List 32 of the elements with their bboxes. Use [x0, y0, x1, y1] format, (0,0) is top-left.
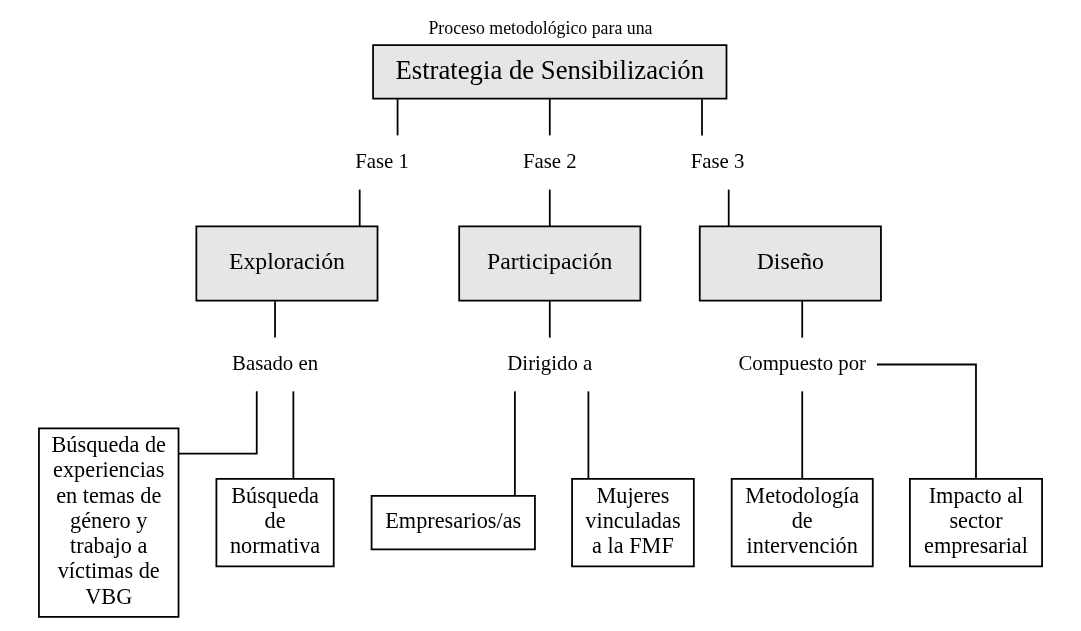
connector — [548, 98, 551, 137]
node-box: Mujeres vinculadas a la FMF — [571, 477, 695, 568]
node-text: Basado en — [232, 351, 319, 374]
node-box: Metodología de intervención — [730, 477, 874, 568]
connector — [177, 390, 258, 455]
node-box: Búsqueda de normativa — [215, 477, 335, 568]
connector — [548, 300, 551, 339]
node-text: Fase 2 — [522, 149, 577, 173]
connector — [587, 390, 590, 480]
node-box: Exploración — [195, 225, 379, 302]
node-box: Búsqueda de experiencias en temas de género y trabajo a víctimas de VBG — [38, 427, 180, 618]
node-box: Estrategia de Sensibilización — [372, 44, 728, 100]
node-box: Diseño — [698, 225, 882, 302]
connector — [292, 390, 295, 480]
node-text: Fase 3 — [690, 149, 745, 173]
connector — [358, 188, 361, 227]
connector — [514, 390, 516, 497]
connector — [876, 363, 977, 480]
node-box: Impacto al sector empresarial — [909, 477, 1043, 568]
connector — [801, 390, 804, 480]
connector — [548, 188, 551, 227]
diagram-title: Proceso metodológico para una — [428, 18, 653, 39]
connector — [396, 98, 399, 137]
connector — [727, 188, 730, 227]
node-text: Fase 1 — [355, 149, 409, 173]
connector — [801, 300, 804, 339]
connector — [274, 300, 276, 339]
node-text: Dirigido a — [507, 351, 593, 374]
node-text: Compuesto por — [738, 351, 867, 374]
node-box: Empresarios/as — [370, 495, 536, 551]
node-box: Participación — [458, 225, 642, 302]
connector — [701, 98, 703, 137]
